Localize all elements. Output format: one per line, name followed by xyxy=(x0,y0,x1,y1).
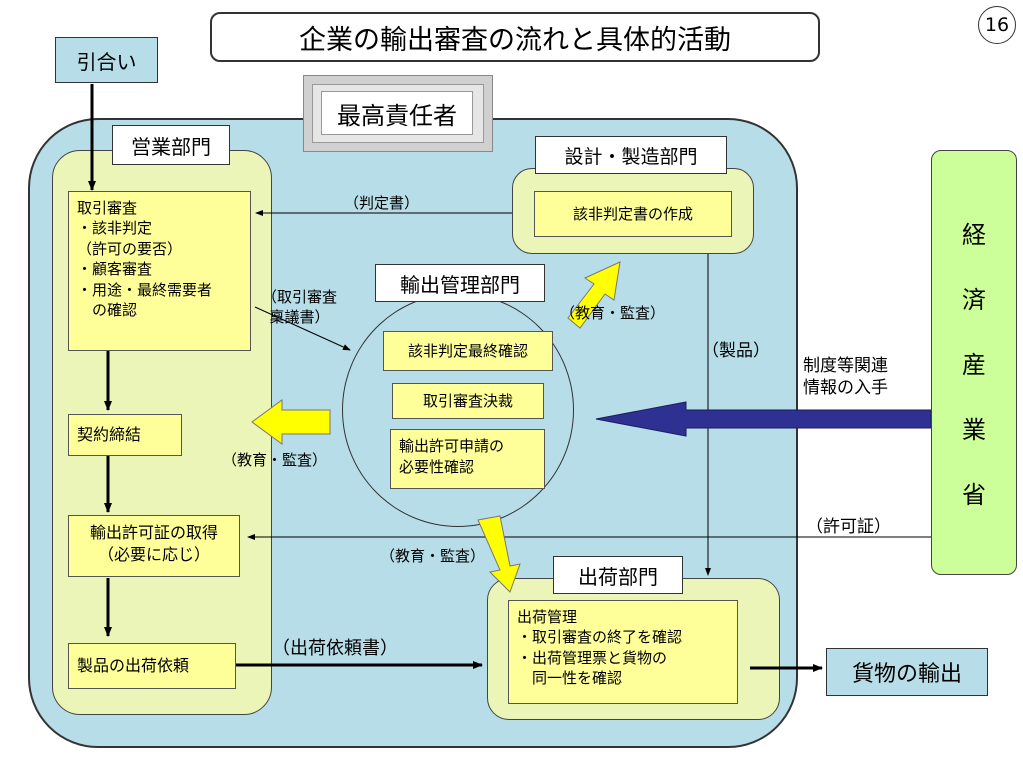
education-audit-label-left: （教育・監査） xyxy=(222,451,328,469)
meti-char: 経 xyxy=(962,221,986,249)
contract-box: 契約締結 xyxy=(68,414,182,456)
system-info-label: 制度等関連 情報の入手 xyxy=(803,356,888,399)
judgment-doc-task: 該非判定書の作成 xyxy=(534,191,732,237)
system-info-arrow xyxy=(595,401,932,437)
license-necessity-task: 輸出許可申請の 必要性確認 xyxy=(390,429,545,489)
page-title: 企業の輸出審査の流れと具体的活動 xyxy=(210,12,820,62)
license-cert-label: （許可証） xyxy=(806,517,891,537)
review-approval-task: 取引審査決裁 xyxy=(392,383,544,419)
shipping-department-title: 出荷部門 xyxy=(553,556,683,594)
education-arrow-left xyxy=(251,399,331,445)
shipment-request-box: 製品の出荷依頼 xyxy=(68,643,236,689)
education-audit-label-down: （教育・監査） xyxy=(380,547,486,565)
top-executive: 最高責任者 xyxy=(321,91,473,135)
meti-char: 産 xyxy=(962,351,986,379)
page-number: 16 xyxy=(978,6,1016,44)
education-arrow-up xyxy=(567,261,621,329)
education-audit-label-up: （教育・監査） xyxy=(560,304,666,322)
judgment-doc-label: （判定書） xyxy=(344,194,420,212)
export-control-title: 輸出管理部門 xyxy=(375,264,545,302)
meti-char: 業 xyxy=(962,416,986,444)
design-department-title: 設計・製造部門 xyxy=(535,136,727,174)
shipping-management-task: 出荷管理 ・取引審査の終了を確認 ・出荷管理票と貨物の 同一性を確認 xyxy=(508,600,738,704)
meti-box: 経 済 産 業 省 xyxy=(931,150,1017,575)
education-arrow-down xyxy=(477,515,521,593)
product-label: （製品） xyxy=(702,341,770,361)
ringi-arrow xyxy=(254,306,351,351)
sales-department-title: 営業部門 xyxy=(112,125,230,165)
shipment-request-label: （出荷依頼書） xyxy=(272,638,398,659)
meti-char: 省 xyxy=(962,481,986,509)
review-ringi-label: （取引審査 稟議書） xyxy=(262,288,338,326)
meti-char: 済 xyxy=(962,286,986,314)
transaction-review-box: 取引審査 ・該非判定 （許可の要否） ・顧客審査 ・用途・最終需要者 の確認 xyxy=(68,191,251,351)
goods-export-box: 貨物の輸出 xyxy=(826,648,988,696)
inquiry-box: 引合い xyxy=(55,37,158,83)
final-judgment-task: 該非判定最終確認 xyxy=(383,331,553,371)
license-box: 輸出許可証の取得 （必要に応じ） xyxy=(68,515,240,577)
